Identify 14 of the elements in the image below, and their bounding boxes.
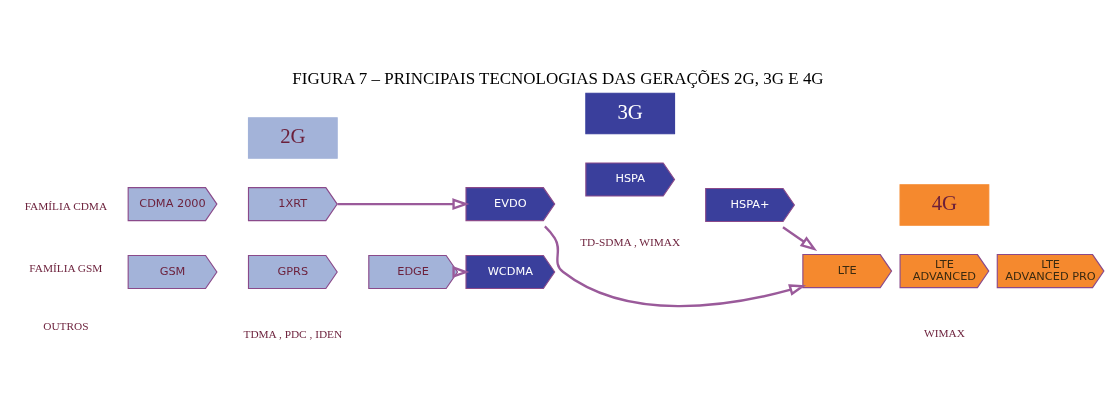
arrow bbox=[544, 225, 807, 308]
label: OUTROS bbox=[43, 319, 89, 332]
node-box: 2G bbox=[247, 117, 338, 159]
label: FAMÍLIA GSM bbox=[29, 262, 103, 275]
label: WIMAX bbox=[924, 327, 965, 340]
label: TD-SDMA , WIMAX bbox=[580, 235, 681, 248]
arrow bbox=[452, 266, 470, 278]
node-box: 4G bbox=[899, 184, 990, 226]
arrow bbox=[337, 198, 470, 211]
label: TDMA , PDC , IDEN bbox=[243, 328, 343, 341]
arrow bbox=[782, 226, 818, 251]
diagram-title: FIGURA 7 – PRINCIPAIS TECNOLOGIAS DAS GERAÇÕES 2G, 3G E 4G bbox=[292, 69, 824, 89]
label: FAMÍLIA CDMA bbox=[24, 199, 108, 212]
node-box: 3G bbox=[585, 92, 676, 135]
